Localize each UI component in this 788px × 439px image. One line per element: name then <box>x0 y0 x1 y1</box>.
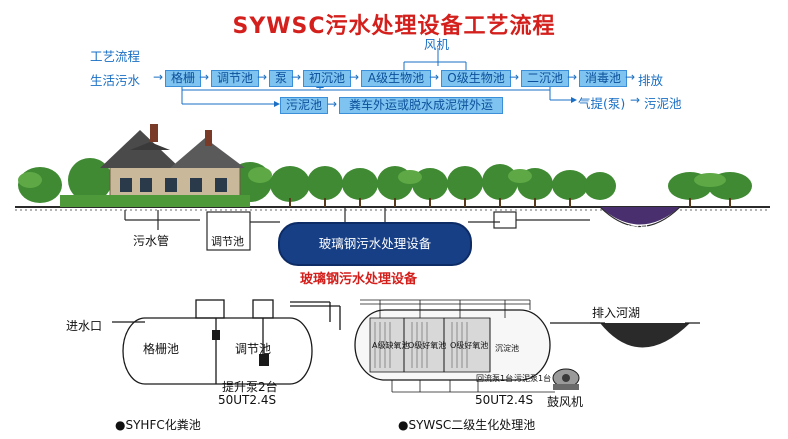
flow-step-o-bio: O级生物池 <box>441 70 511 87</box>
arrow-icon: → <box>199 70 210 84</box>
sewer-pipe-label: 污水管 <box>133 234 170 248</box>
sludge-tank-box: 污泥池 <box>280 97 328 114</box>
arrow-icon: → <box>257 70 268 84</box>
regulating-tank-label: 调节池 <box>211 235 244 248</box>
flow-end: 排放 <box>638 73 664 88</box>
airlift-label: 气提(泵) <box>578 96 626 111</box>
blower-label: 鼓风机 <box>547 395 584 409</box>
a-tank-label: A级缺氧池 <box>372 341 410 350</box>
settling-label: 沉淀池 <box>495 344 519 353</box>
flow-start: 生活污水 <box>90 73 141 88</box>
lake-shape <box>600 323 690 348</box>
arrow-icon: → <box>291 70 302 84</box>
flow-step-pump: 泵 <box>269 70 293 87</box>
arrow-icon: → <box>625 70 636 84</box>
septic-tank-drawing <box>112 299 341 385</box>
arrow-icon: → <box>429 70 440 84</box>
arrow-icon: → <box>153 70 164 84</box>
fan-label: 风机 <box>424 37 450 52</box>
equipment-tank: 玻璃钢污水处理设备 <box>278 222 472 266</box>
return-pump-label: 回流泵1台 <box>476 374 514 383</box>
flow-step-grid: 格栅 <box>165 70 201 87</box>
o-tank-2-label: O级好氧池 <box>450 341 489 350</box>
pump-model-left: 50UT2.4S <box>218 393 277 407</box>
airlift-target: 污泥池 <box>644 96 682 111</box>
arrow-icon: → <box>327 97 338 111</box>
flow-step-a-bio: A级生物池 <box>361 70 431 87</box>
inlet-label: 进水口 <box>66 319 103 333</box>
regulating-tank-outline <box>206 211 251 251</box>
blower-drawing <box>552 368 580 390</box>
lift-pump-label: 提升泵2台 <box>222 380 278 394</box>
flow-step-primary: 初沉池 <box>303 70 351 87</box>
o-tank-1-label: O级好氧池 <box>408 341 447 350</box>
flow-step-disinfection: 消毒池 <box>579 70 627 87</box>
arrow-icon: → <box>509 70 520 84</box>
treatment-tank-drawing <box>354 299 600 393</box>
pump-model-right: 50UT2.4S <box>475 393 534 407</box>
legend-right: ●SYWSC二级生化处理池 <box>398 418 536 432</box>
sludge-disposal-box: 粪车外运或脱水成泥饼外运 <box>339 97 503 114</box>
river-label: 河流 <box>627 224 652 238</box>
sludge-pump-label: 污泥泵1台 <box>514 374 552 383</box>
page-title: SYWSC污水处理设备工艺流程 <box>232 14 556 39</box>
arrow-icon: → <box>567 70 578 84</box>
river-shape <box>600 207 680 225</box>
process-label: 工艺流程 <box>90 49 141 64</box>
reg-tank-label: 调节池 <box>235 342 272 356</box>
flow-step-regulating: 调节池 <box>211 70 259 87</box>
arrow-icon: → <box>630 93 641 107</box>
legend-left: ●SYHFC化粪池 <box>115 418 201 432</box>
grid-tank-label: 格栅池 <box>143 342 180 356</box>
house <box>60 124 250 207</box>
arrow-icon: → <box>349 70 360 84</box>
flow-step-secondary: 二沉池 <box>521 70 569 87</box>
section-caption: 玻璃钢污水处理设备 <box>300 272 418 287</box>
discharge-label: 排入河湖 <box>592 306 641 320</box>
